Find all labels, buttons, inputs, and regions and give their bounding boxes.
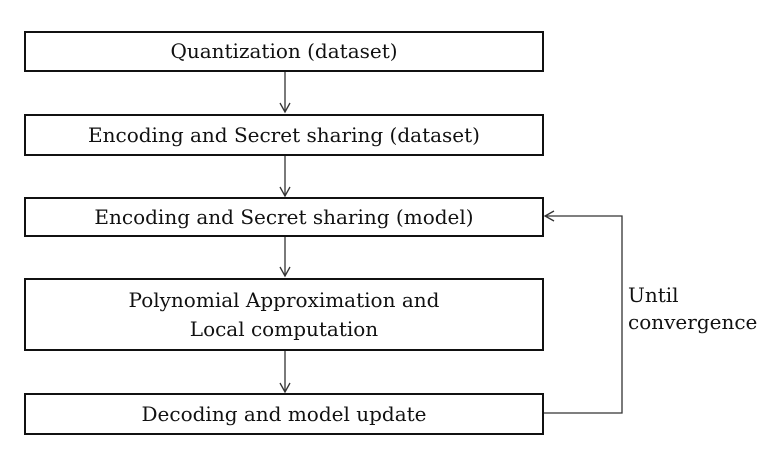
step-polynomial-approximation-line-2: Local computation (189, 316, 379, 341)
step-quantization: Quantization (dataset) (24, 31, 544, 72)
step-quantization-label: Quantization (dataset) (170, 39, 398, 63)
loop-label-line-1: Until (628, 283, 679, 307)
step-encoding-model-label: Encoding and Secret sharing (model) (94, 204, 474, 229)
loop-arrow-until-convergence (543, 210, 623, 414)
step-polynomial-approximation-line-1: Polynomial Approximation and (128, 287, 440, 312)
loop-label: Until convergence (628, 282, 757, 336)
step-polynomial-approximation: Polynomial Approximation and Local compu… (24, 278, 544, 351)
step-encoding-model: Encoding and Secret sharing (model) (24, 197, 544, 237)
loop-label-line-2: convergence (628, 310, 758, 334)
step-decoding-model-update-label: Decoding and model update (141, 401, 427, 426)
step-decoding-model-update: Decoding and model update (24, 393, 544, 435)
step-encoding-dataset-label: Encoding and Secret sharing (dataset) (88, 122, 480, 147)
step-polynomial-approximation-text: Polynomial Approximation and Local compu… (129, 288, 440, 342)
step-encoding-dataset: Encoding and Secret sharing (dataset) (24, 114, 544, 156)
